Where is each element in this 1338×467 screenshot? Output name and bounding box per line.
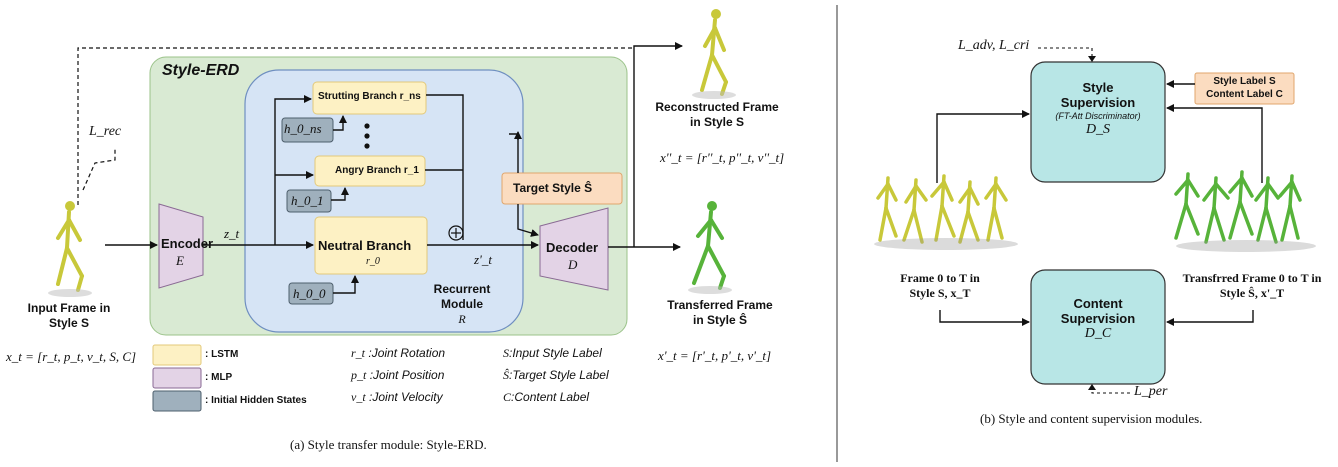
recurrent-module-label: Recurrent Module R bbox=[433, 282, 491, 326]
loss-per-label: L_per bbox=[1134, 384, 1168, 399]
frame-sequence-yellow-icon bbox=[876, 174, 1008, 244]
content-supervision-box bbox=[1030, 269, 1166, 385]
neutral-branch-symbol: r_0 bbox=[366, 256, 380, 267]
encoder-output-symbol: z_t bbox=[224, 226, 240, 241]
encoder-symbol: E bbox=[176, 253, 184, 268]
content-supervision-label: Content Supervision D_C bbox=[1060, 296, 1136, 341]
input-formula: x_t = [r_t, p_t, v_t, S, C] bbox=[6, 349, 137, 364]
definition-target-style: Ŝ:Target Style Label bbox=[503, 368, 609, 382]
frames-left-label: Frame 0 to T in Style S, x_T bbox=[900, 271, 980, 300]
encoder-label: Encoder bbox=[161, 236, 214, 251]
decoder-symbol: D bbox=[568, 257, 578, 272]
labels-box-text: Style Label S Content Label C bbox=[1206, 76, 1283, 100]
transferred-formula: x'_t = [r'_t, p'_t, v'_t] bbox=[658, 348, 772, 363]
angry-branch-label: Angry Branch r_1 bbox=[335, 165, 419, 176]
reconstructed-formula: x''_t = [r''_t, p''_t, v''_t] bbox=[660, 150, 785, 165]
hidden-state-angry-box bbox=[286, 189, 332, 213]
hidden-state-angry-label: h_0_1 bbox=[291, 193, 324, 208]
loss-rec-label: L_rec bbox=[89, 124, 122, 139]
decoder-shape bbox=[539, 207, 609, 291]
input-figure-icon bbox=[56, 201, 84, 292]
caption-left: (a) Style transfer module: Style-ERD. bbox=[290, 437, 487, 452]
legend-lstm-label: : LSTM bbox=[205, 349, 239, 360]
transferred-figure-icon bbox=[692, 201, 726, 290]
target-style-box bbox=[501, 172, 623, 205]
encoder-shape bbox=[158, 203, 204, 289]
legend-hidden-label: : Initial Hidden States bbox=[205, 395, 307, 406]
angry-branch-box bbox=[314, 155, 426, 187]
sum-node-icon bbox=[448, 225, 464, 241]
decoder-label: Decoder bbox=[546, 240, 599, 255]
definition-velocity: v_t :Joint Velocity bbox=[351, 390, 443, 404]
reconstructed-frame-label: Reconstructed Frame in Style S bbox=[655, 100, 779, 129]
legend-mlp-label: : MLP bbox=[205, 372, 233, 383]
labels-box bbox=[1194, 72, 1295, 105]
neutral-branch-label: Neutral Branch bbox=[318, 238, 412, 253]
frames-right-label: Transfrred Frame 0 to T in Style Ŝ, x'_T bbox=[1182, 271, 1322, 300]
style-erd-title: Style-ERD bbox=[162, 62, 240, 79]
input-frame-label: Input Frame in Style S bbox=[27, 301, 111, 330]
strutting-branch-label: Strutting Branch r_ns bbox=[318, 91, 421, 102]
legend-hidden-swatch bbox=[152, 390, 202, 412]
frame-sequence-green-icon bbox=[1174, 170, 1302, 244]
hidden-state-neutral-label: h_0_0 bbox=[293, 286, 326, 301]
caption-right: (b) Style and content supervision module… bbox=[980, 411, 1203, 426]
branch-ellipsis-icon bbox=[364, 123, 370, 149]
target-style-label: Target Style Ŝ bbox=[513, 181, 593, 195]
definition-position: p_t :Joint Position bbox=[351, 368, 445, 382]
style-supervision-label: Style Supervision (FT-Att Discriminator)… bbox=[1055, 80, 1141, 137]
legend-lstm-swatch bbox=[152, 344, 202, 366]
definition-content: C:Content Label bbox=[503, 390, 590, 404]
hidden-state-strutting-label: h_0_ns bbox=[284, 121, 322, 136]
decoder-input-symbol: z'_t bbox=[474, 252, 492, 267]
strutting-branch-box bbox=[312, 81, 427, 115]
style-supervision-box bbox=[1030, 61, 1166, 183]
loss-adv-label: L_adv, L_cri bbox=[958, 38, 1030, 53]
reconstructed-figure-icon bbox=[700, 9, 728, 96]
legend-mlp-swatch bbox=[152, 367, 202, 389]
transferred-frame-label: Transferred Frame in Style Ŝ bbox=[667, 298, 773, 327]
definition-input-style: S:Input Style Label bbox=[503, 346, 602, 360]
definition-rotation: r_t :Joint Rotation bbox=[351, 346, 446, 360]
